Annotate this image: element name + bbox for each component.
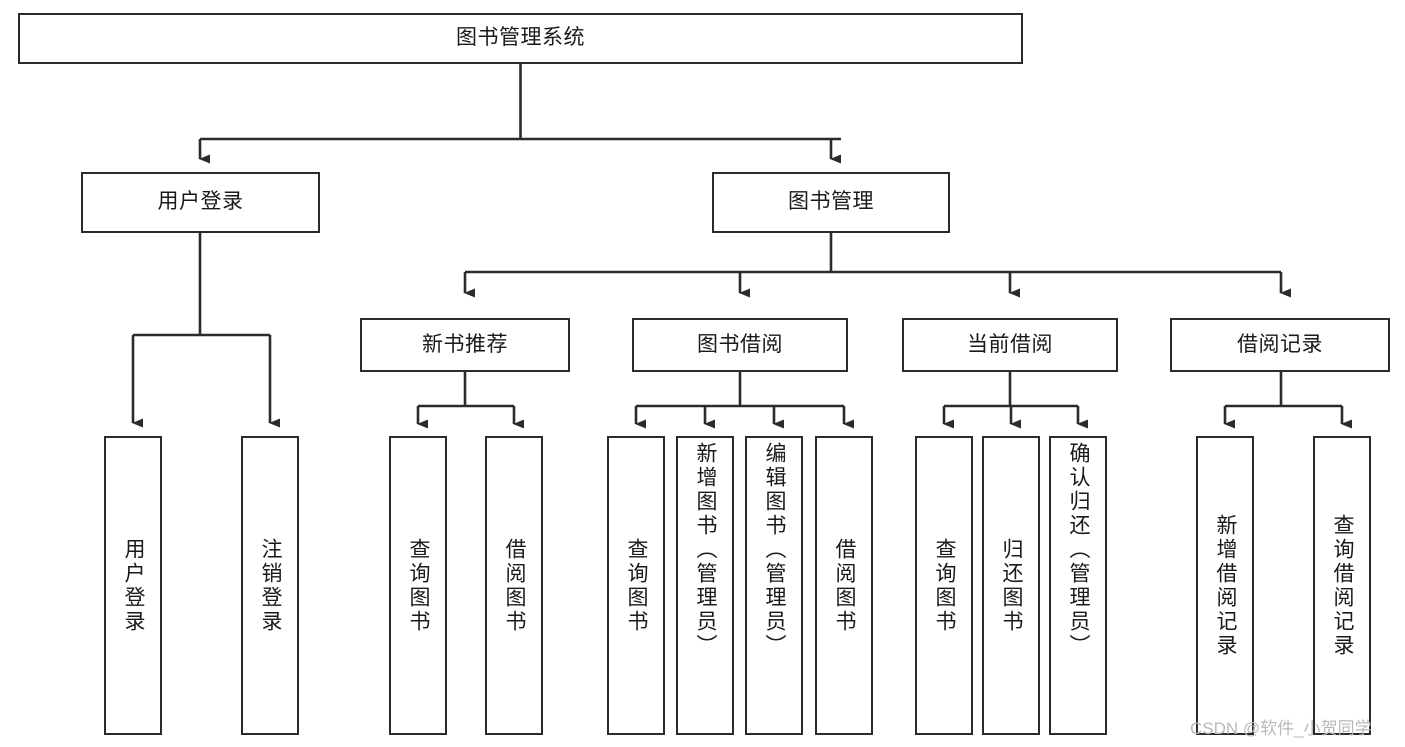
node-label: 用户登录: [122, 537, 146, 634]
node-label: 编辑图书（管理员）: [763, 442, 787, 658]
node-label: 查询图书: [933, 537, 957, 634]
leaf-borrow-book-recommend[interactable]: 借阅图书: [485, 436, 543, 735]
leaf-user-login[interactable]: 用户登录: [104, 436, 162, 735]
leaf-borrow-book[interactable]: 借阅图书: [815, 436, 873, 735]
node-label: 用户登录: [157, 190, 244, 214]
node-book-management[interactable]: 图书管理: [712, 172, 950, 233]
leaf-query-borrow-record[interactable]: 查询借阅记录: [1313, 436, 1371, 735]
leaf-add-book-admin[interactable]: 新增图书（管理员）: [676, 436, 734, 735]
node-label: 注销登录: [259, 537, 283, 634]
node-label: 归还图书: [1000, 537, 1024, 634]
node-new-book-recommend[interactable]: 新书推荐: [360, 318, 570, 372]
leaf-query-book-recommend[interactable]: 查询图书: [389, 436, 447, 735]
node-label: 图书管理系统: [456, 26, 585, 50]
node-label: 查询图书: [407, 537, 431, 634]
leaf-return-book[interactable]: 归还图书: [982, 436, 1040, 735]
node-root-book-management-system[interactable]: 图书管理系统: [18, 13, 1023, 64]
node-label: 借阅记录: [1237, 332, 1323, 356]
node-label: 新书推荐: [422, 332, 508, 356]
node-label: 图书管理: [788, 190, 874, 214]
leaf-logout-login[interactable]: 注销登录: [241, 436, 299, 735]
node-label: 图书借阅: [697, 332, 783, 356]
node-borrow-record[interactable]: 借阅记录: [1170, 318, 1390, 372]
leaf-query-book-borrow[interactable]: 查询图书: [607, 436, 665, 735]
node-label: 确认归还（管理员）: [1067, 442, 1091, 658]
leaf-confirm-return-admin[interactable]: 确认归还（管理员）: [1049, 436, 1107, 735]
watermark-text: CSDN @软件_小贺同学: [1190, 719, 1372, 738]
node-user-login[interactable]: 用户登录: [81, 172, 320, 233]
node-label: 新增借阅记录: [1214, 513, 1238, 658]
leaf-query-book-current[interactable]: 查询图书: [915, 436, 973, 735]
leaf-edit-book-admin[interactable]: 编辑图书（管理员）: [745, 436, 803, 735]
node-label: 新增图书（管理员）: [694, 442, 718, 658]
leaf-add-borrow-record[interactable]: 新增借阅记录: [1196, 436, 1254, 735]
node-label: 查询图书: [625, 537, 649, 634]
node-label: 查询借阅记录: [1331, 513, 1355, 658]
node-label: 借阅图书: [503, 537, 527, 634]
node-label: 借阅图书: [833, 537, 857, 634]
node-label: 当前借阅: [967, 332, 1053, 356]
node-book-borrow[interactable]: 图书借阅: [632, 318, 848, 372]
node-current-borrow[interactable]: 当前借阅: [902, 318, 1118, 372]
